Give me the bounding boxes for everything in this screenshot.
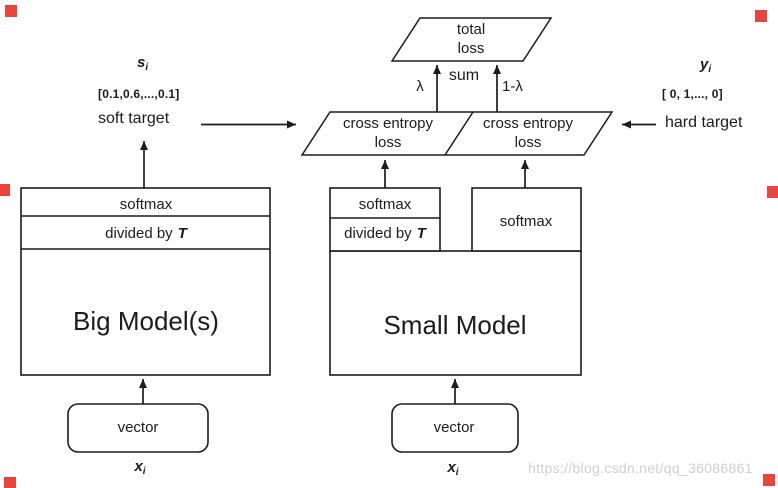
total-loss-label: total loss [456,21,486,57]
hard-target-values: [ 0, 1,..., 0] [662,87,723,101]
cross-entropy-left-label: cross entropy loss [342,115,434,151]
small-model-soft-softmax-label: softmax [358,196,412,213]
total-loss-node [390,17,553,62]
small-model-hard-head-box [471,187,582,252]
soft-target-symbol: si [137,54,149,73]
vector-right-label: vector [433,419,475,436]
one-minus-lambda-label: 1-λ [502,78,523,95]
cross-entropy-right-label: cross entropy loss [482,115,574,151]
soft-target-values: [0.1,0.6,...,0.1] [98,87,180,101]
big-model-name: Big Model(s) [73,306,219,336]
handle-marker-middle-right [767,186,778,198]
big-model-softmax-label: softmax [119,196,173,213]
handle-marker-bottom-right [763,474,775,486]
hard-target-symbol: yi [700,56,712,75]
vector-left-box [67,403,209,453]
big-model-box [20,187,271,376]
handle-marker-bottom-left [4,477,16,488]
handle-marker-middle-left [0,184,10,196]
small-model-box [329,250,582,376]
hard-target-label: hard target [665,114,743,131]
small-model-name: Small Model [383,310,527,340]
lambda-label: λ [416,78,424,95]
handle-marker-top-right [755,10,767,22]
small-model-soft-head-box [329,187,441,252]
cross-entropy-nodes [300,111,614,156]
sum-label: sum [448,67,480,84]
handle-marker-top-left [5,5,17,17]
cross-entropy-divider [444,111,474,156]
soft-target-label: soft target [98,110,170,127]
input-right-symbol: xi [447,459,459,478]
vector-left-label: vector [117,419,159,436]
input-left-symbol: xi [134,458,146,477]
small-model-hard-softmax-label: softmax [499,213,553,230]
csdn-watermark: https://blog.csdn.net/qq_36086861 [528,460,753,476]
